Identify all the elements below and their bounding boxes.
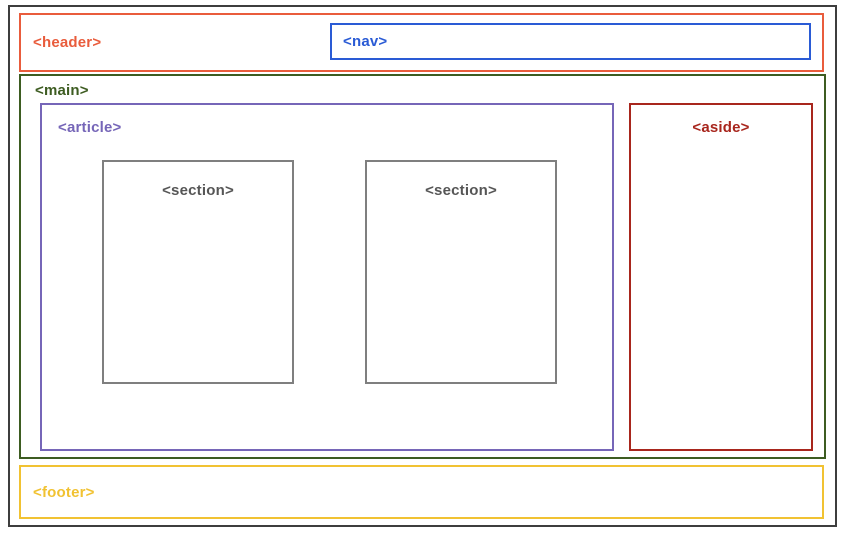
article-label: <article> — [58, 119, 122, 136]
article-box: <article> <section> <section> — [40, 103, 614, 451]
aside-box: <aside> — [629, 103, 813, 451]
section-box-2: <section> — [365, 160, 557, 384]
footer-box: <footer> — [19, 465, 824, 519]
nav-label: <nav> — [343, 33, 388, 50]
footer-label: <footer> — [33, 483, 95, 501]
section-box-1: <section> — [102, 160, 294, 384]
aside-label: <aside> — [692, 119, 750, 136]
section-label-2: <section> — [425, 182, 497, 199]
nav-box: <nav> — [330, 23, 811, 60]
header-label: <header> — [33, 34, 102, 51]
section-label-1: <section> — [162, 182, 234, 199]
main-label: <main> — [35, 82, 89, 99]
header-box: <header> <nav> — [19, 13, 824, 72]
main-box: <main> <article> <section> <section> <as… — [19, 74, 826, 459]
